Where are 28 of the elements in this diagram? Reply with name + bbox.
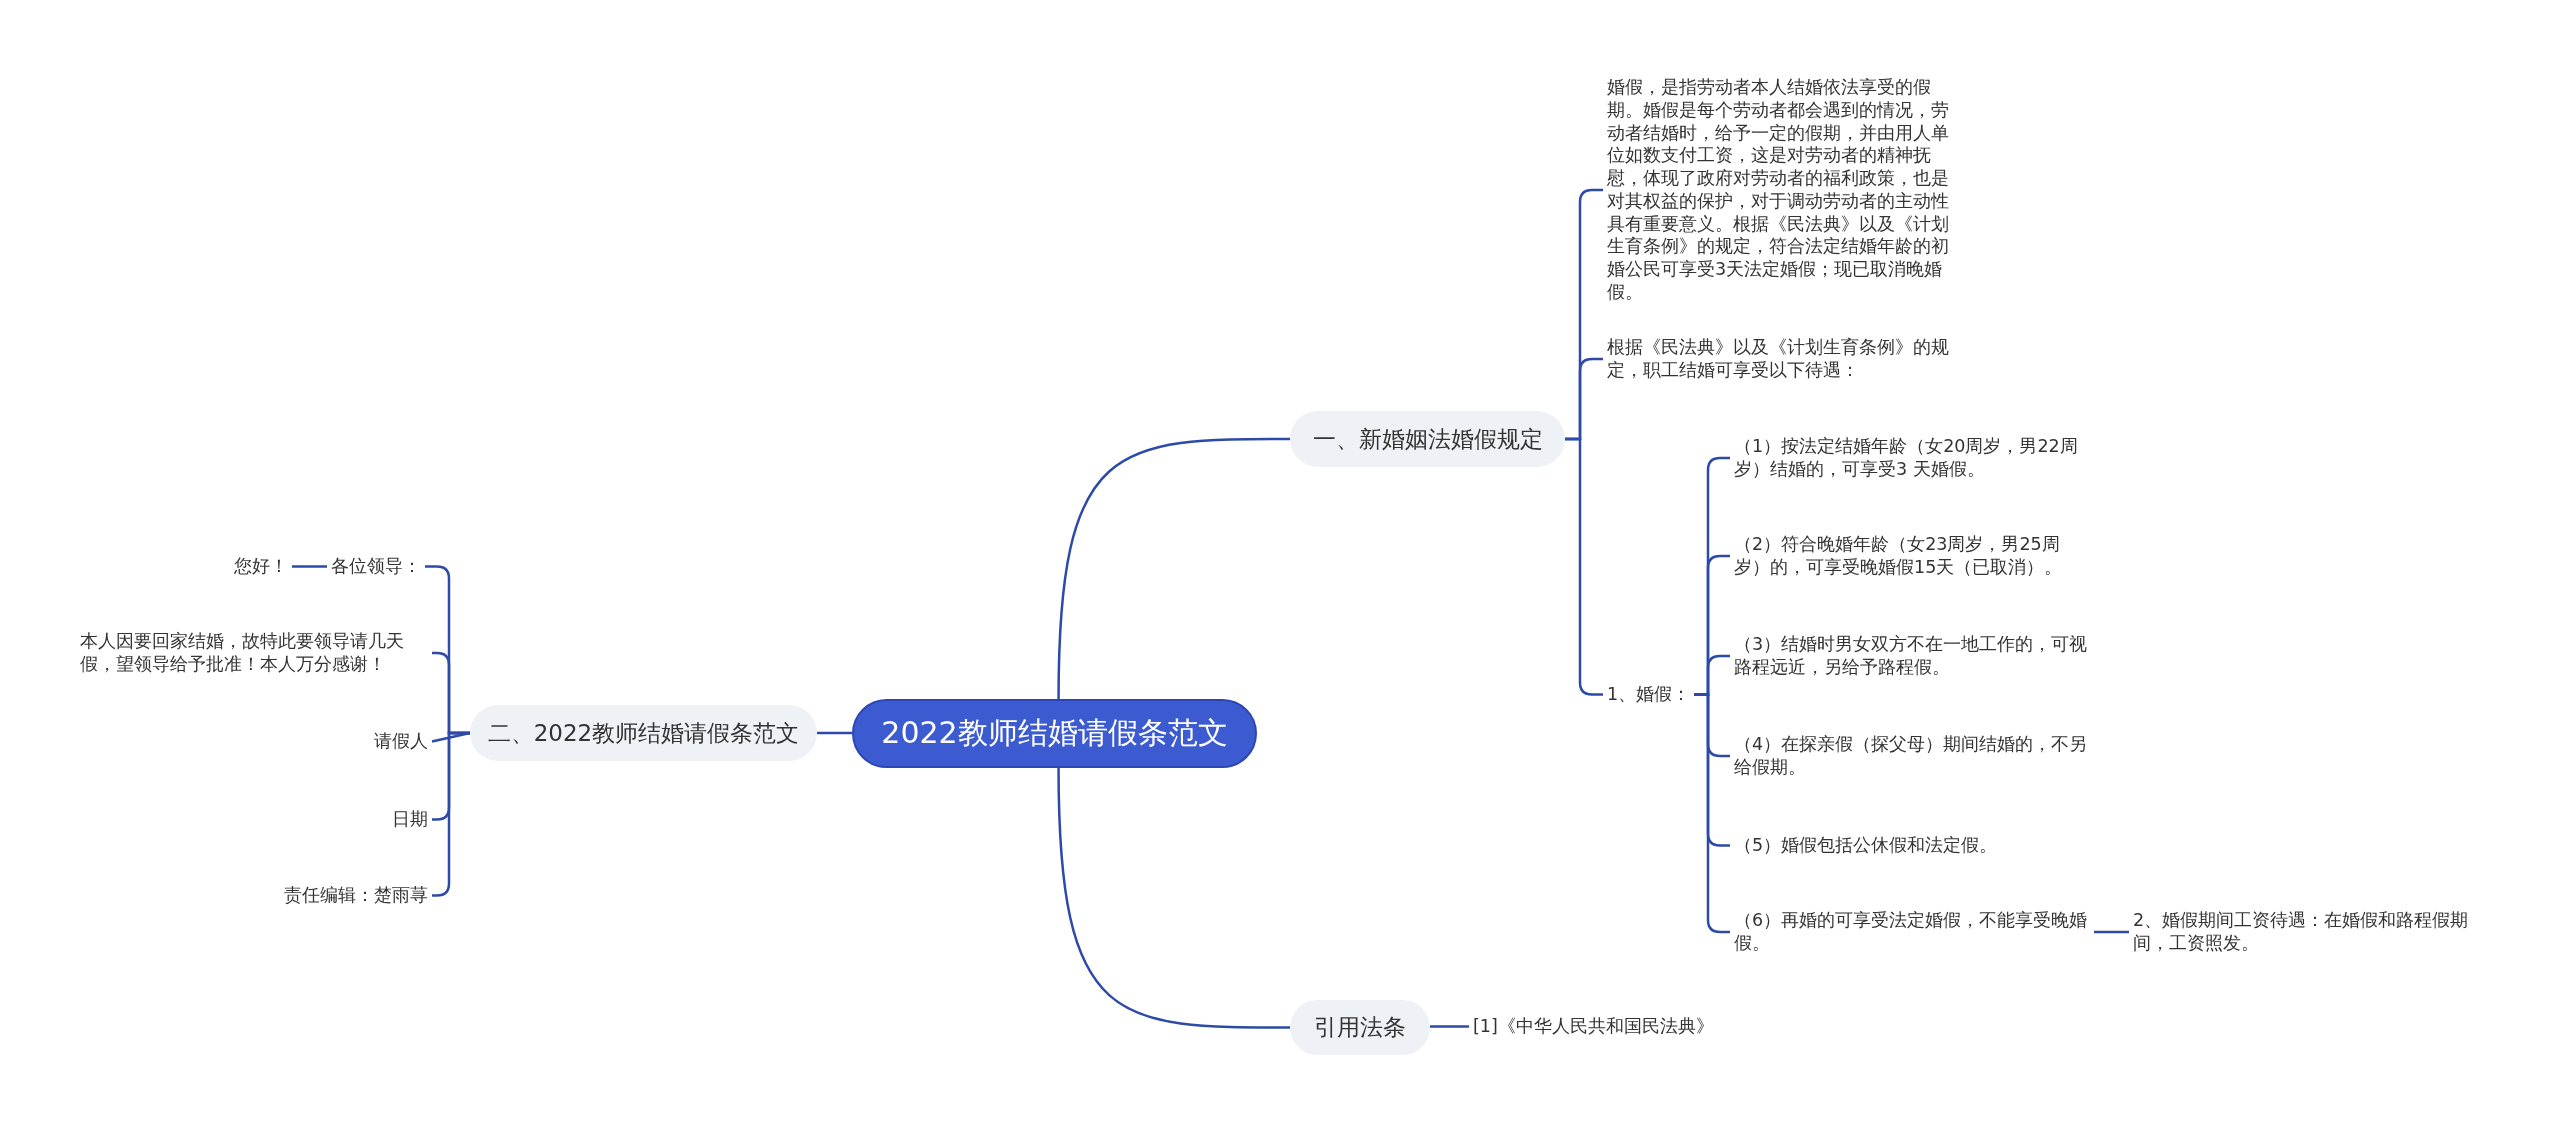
connector-line (431, 731, 471, 743)
central-topic-box: 2022教师结婚请假条范文 (852, 699, 1257, 768)
connector-line (292, 565, 327, 568)
note-text: 2、婚假期间工资待遇：在婚假和路程假期间，工资照发。 (2129, 909, 2489, 955)
note-text: （3）结婚时男女双方不在一地工作的，可视路程远近，另给予路程假。 (1730, 633, 2094, 679)
topic-box: 引用法条 (1290, 1000, 1430, 1055)
note-text: 根据《民法典》以及《计划生育条例》的规定，职工结婚可享受以下待遇： (1603, 336, 1967, 382)
topic-box: 二、2022教师结婚请假条范文 (470, 705, 817, 761)
note-text: 各位领导： (327, 555, 425, 578)
note-text: 婚假，是指劳动者本人结婚依法享受的假期。婚假是每个劳动者都会遇到的情况，劳动者结婚时，给予一定的假期，并由用人单位如数支付工资，这是对劳动者的精神抚慰，体现了政府对劳动者的福利政策，也是对其权益的保护，对于调动劳动者的主动性具有重要意义。根据《民法典》以及《计划生育条例》的规定，符合法定结婚年龄的初婚公民可享受3天法定婚假；现已取消晚婚假。 (1603, 76, 1967, 304)
connector-line (1430, 1025, 1469, 1028)
note-text: （2）符合晚婚年龄（女23周岁，男25周岁）的，可享受晚婚假15天（已取消）。 (1730, 533, 2094, 579)
note-text: （1）按法定结婚年龄（女20周岁，男22周岁）结婚的，可享受3 天婚假。 (1730, 435, 2094, 481)
connector-line (2094, 930, 2129, 934)
note-text: （5）婚假包括公休假和法定假。 (1730, 834, 2094, 857)
note-text: （4）在探亲假（探父母）期间结婚的，不另给假期。 (1730, 733, 2094, 779)
note-text: 日期 (388, 808, 432, 831)
note-text: （6）再婚的可享受法定婚假，不能享受晚婚假。 (1730, 909, 2094, 955)
connector-line (817, 731, 852, 735)
note-text: 您好！ (230, 555, 292, 578)
note-text: 请假人 (370, 730, 432, 753)
note-text: [1]《中华人民共和国民法典》 (1469, 1015, 1718, 1038)
topic-box: 一、新婚姻法婚假规定 (1290, 411, 1565, 467)
note-text: 本人因要回家结婚，故特此要领导请几天假，望领导给予批准！本人万分感谢！ (76, 630, 432, 676)
note-text: 1、婚假： (1603, 683, 1695, 706)
connector-line (1057, 437, 1290, 700)
connector-line (1057, 767, 1290, 1029)
note-text: 责任编辑：楚雨荨 (280, 884, 432, 907)
